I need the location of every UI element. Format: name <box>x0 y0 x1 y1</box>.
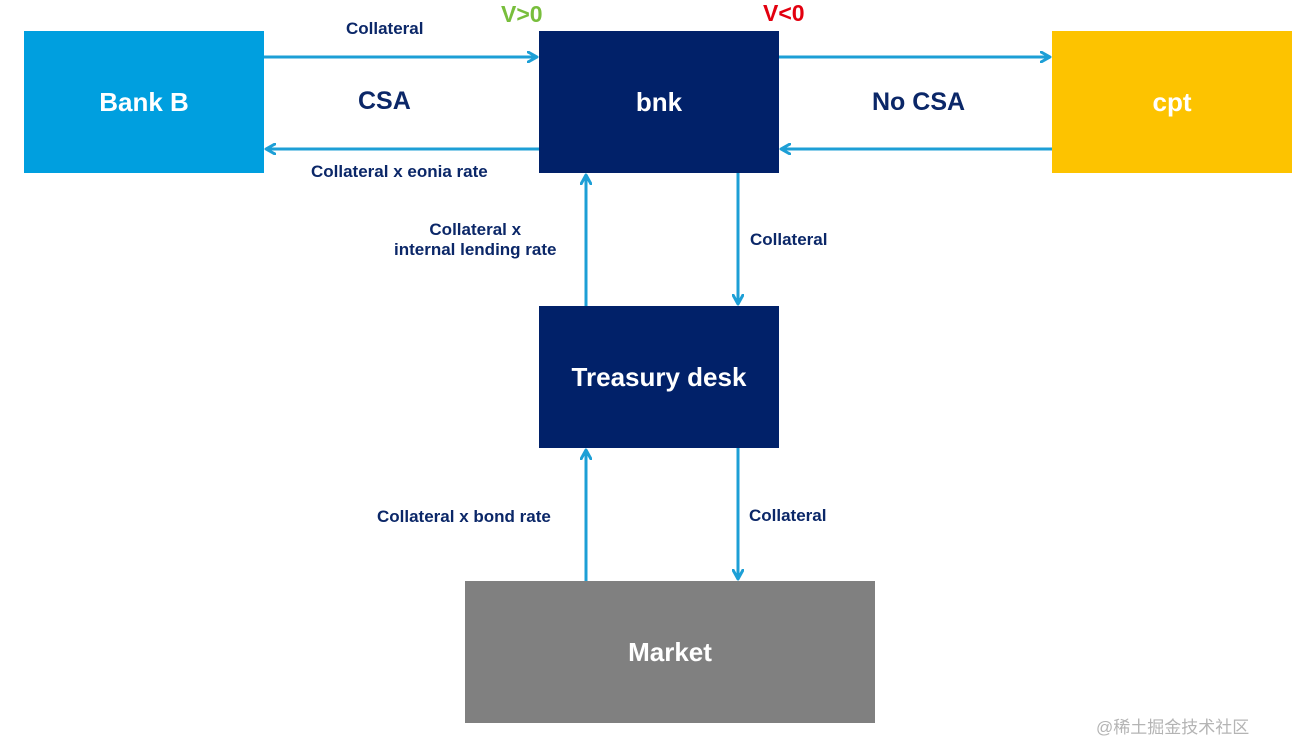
edge-label-collateral-eonia: Collateral x eonia rate <box>311 162 488 181</box>
value-positive-label: V>0 <box>501 1 543 27</box>
edge-label-collateral-internal-line2: internal lending rate <box>394 240 557 260</box>
node-treasury-desk: Treasury desk <box>539 306 779 448</box>
node-market: Market <box>465 581 875 723</box>
no-csa-label: No CSA <box>872 88 966 116</box>
node-cpt: cpt <box>1052 31 1292 173</box>
node-bnk: bnk <box>539 31 779 173</box>
edge-label-collateral-bankb-bnk: Collateral <box>346 19 424 38</box>
edge-label-collateral-internal-lending: Collateral x internal lending rate <box>394 220 556 261</box>
node-bank-b: Bank B <box>24 31 264 173</box>
watermark: @稀土掘金技术社区 <box>1096 718 1250 737</box>
node-treasury-desk-label: Treasury desk <box>571 361 747 392</box>
edge-label-collateral-bond-rate: Collateral x bond rate <box>377 507 551 526</box>
node-market-label: Market <box>628 636 712 667</box>
node-bank-b-label: Bank B <box>99 86 189 117</box>
edge-label-collateral-bnk-treasury: Collateral <box>750 230 828 249</box>
node-cpt-label: cpt <box>1152 86 1192 117</box>
node-bnk-label: bnk <box>635 86 683 117</box>
edge-label-collateral-treasury-market: Collateral <box>749 506 827 525</box>
edge-label-collateral-internal-line1: Collateral x <box>429 220 522 239</box>
value-negative-label: V<0 <box>763 0 805 26</box>
csa-label: CSA <box>358 87 411 115</box>
